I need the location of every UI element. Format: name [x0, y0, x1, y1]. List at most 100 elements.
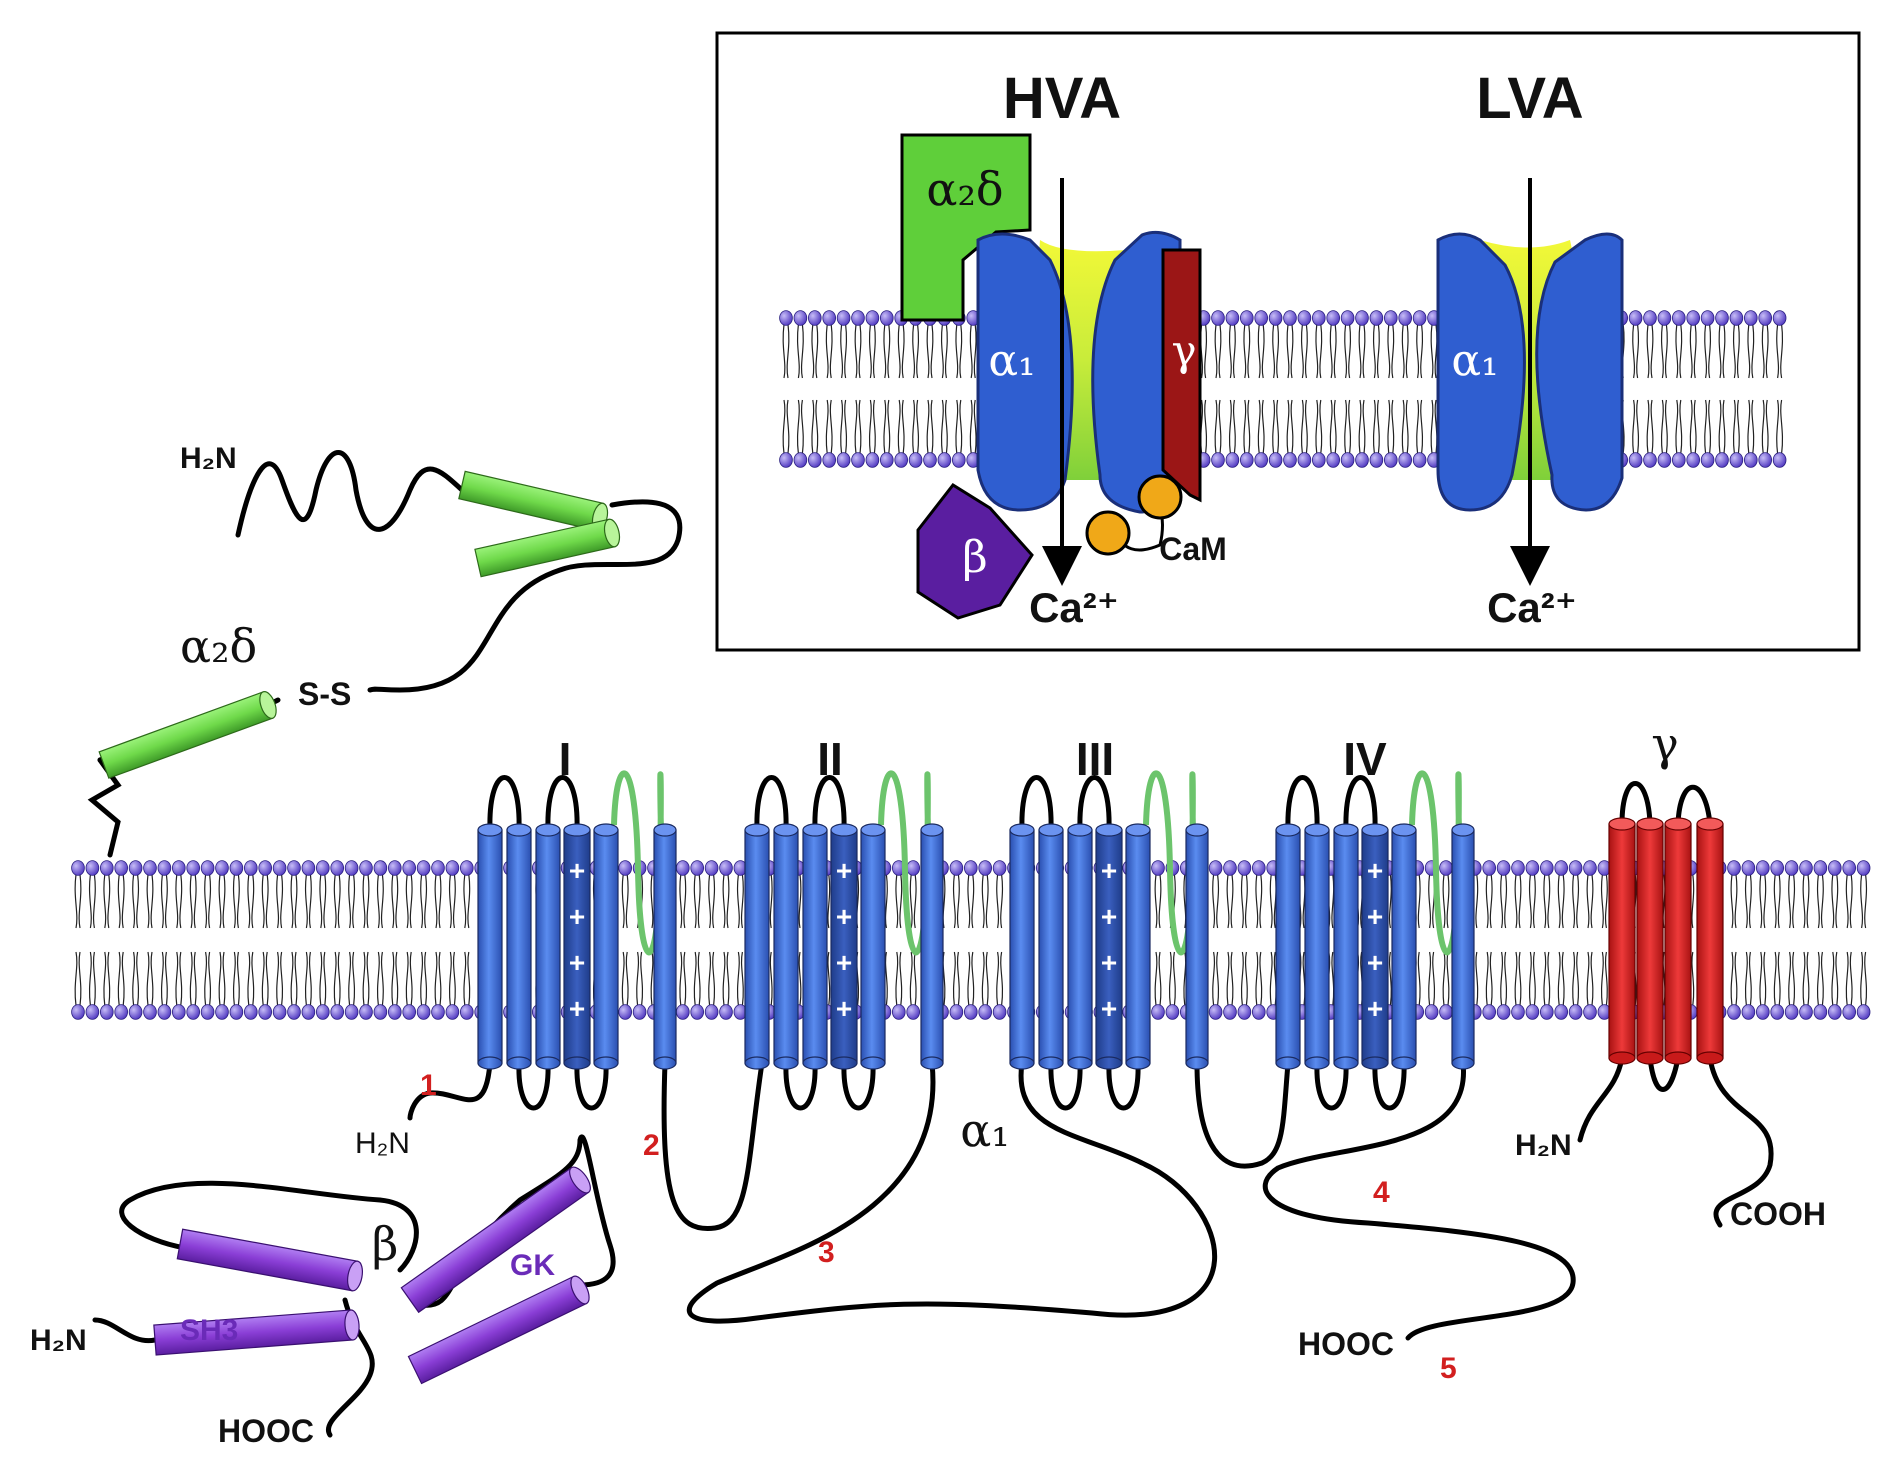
domain-3-s3-helix-end: [1067, 1056, 1093, 1070]
cam-lobe-2: [1137, 474, 1183, 520]
alpha1-loop: [1106, 1060, 1141, 1111]
lipid-tail: [736, 951, 740, 1006]
lipid-tail: [1388, 874, 1392, 929]
beta-helix-sh3-a: [176, 1228, 363, 1292]
lipid-head: [963, 860, 978, 876]
lipid-tail: [362, 951, 366, 1006]
gamma-topology: γ H₂N COOH: [1515, 717, 1826, 1232]
lipid-head: [891, 1004, 906, 1020]
lipid-head: [1540, 860, 1554, 876]
lipid-head: [244, 1004, 258, 1020]
lipid-tail: [913, 951, 917, 1006]
lipid-tail: [1718, 399, 1722, 454]
lipid-tail: [967, 951, 971, 1006]
lipid-head: [1254, 452, 1268, 468]
lipid-head: [675, 860, 690, 876]
alpha1-loop: [1194, 1060, 1291, 1169]
lipid-tail: [782, 324, 786, 379]
lipid-tail: [92, 951, 96, 1006]
lipid-tail: [899, 874, 903, 929]
lipid-tail: [1442, 874, 1446, 929]
lipid-tail: [1475, 951, 1479, 1006]
domain-1-s5-helix-body: [593, 829, 619, 1064]
lipid-tail: [251, 951, 255, 1006]
lipid-tail: [1485, 874, 1489, 929]
domain-1-s5-helix-cap: [593, 823, 619, 837]
lipid-tail: [304, 951, 308, 1006]
lipid-tail: [1276, 324, 1280, 379]
domain-4-s6-helix-body: [1451, 829, 1475, 1064]
lipid-tail: [103, 951, 107, 1006]
lipid-head: [1799, 1004, 1813, 1020]
lipid-tail: [1691, 951, 1695, 1006]
lipid-tail: [996, 874, 1000, 929]
domain-2-s4-helix-end: [830, 1056, 858, 1070]
lipid-tail: [844, 399, 848, 454]
lipid-head: [992, 1004, 1007, 1020]
domain-2-s3-helix-body: [802, 829, 828, 1064]
lipid-tail: [222, 874, 226, 929]
lipid-tail: [1845, 874, 1849, 929]
lipid-tail: [189, 874, 193, 929]
charge-plus: +: [1367, 855, 1383, 886]
domain-4-s3-helix: [1333, 823, 1359, 1070]
lipid-tail: [636, 951, 640, 1006]
lipid-tail: [1240, 951, 1244, 1006]
lipid-head: [1237, 1004, 1252, 1020]
lipid-tail: [1528, 951, 1532, 1006]
lipid-tail: [467, 951, 471, 1006]
loop-4-label: 4: [1373, 1176, 1390, 1209]
lipid-tail: [420, 874, 424, 929]
lipid-tail: [1000, 874, 1004, 929]
inset-beta-shape: [916, 483, 1034, 620]
lipid-tail: [160, 874, 164, 929]
lipid-tail: [1154, 951, 1158, 1006]
lipid-tail: [160, 951, 164, 1006]
lipid-tail: [146, 874, 150, 929]
lipid-tail: [1286, 324, 1290, 379]
p-loop-3: [1143, 770, 1196, 956]
lipid-head: [1813, 860, 1828, 876]
lipid-tail: [858, 324, 862, 379]
lipid-tail: [1747, 399, 1751, 454]
lipid-head: [1369, 452, 1384, 468]
lipid-tail: [1261, 324, 1265, 379]
lipid-tail: [899, 951, 903, 1006]
lipid-tail: [1802, 951, 1806, 1006]
lipid-tail: [1168, 951, 1172, 1006]
domain-3-s4-helix-end: [1095, 1056, 1123, 1070]
lipid-tail: [1387, 324, 1391, 379]
domain-4-s4-helix-body: [1361, 829, 1389, 1064]
lipid-tail: [405, 874, 409, 929]
lipid-head: [1165, 1004, 1180, 1020]
lipid-tail: [1158, 951, 1162, 1006]
lipid-head: [807, 310, 822, 326]
lipid-tail: [901, 399, 905, 454]
lipid-head: [359, 860, 373, 876]
lipid-tail: [290, 874, 294, 929]
lipid-head: [1240, 452, 1254, 468]
lipid-head: [1715, 310, 1729, 326]
lipid-tail: [844, 324, 848, 379]
lipid-tail: [236, 951, 240, 1006]
lipid-tail: [895, 951, 899, 1006]
lipid-tail: [1504, 951, 1508, 1006]
lipid-tail: [1230, 874, 1234, 929]
lipid-head: [1672, 310, 1686, 326]
lipid-tail: [868, 399, 872, 454]
lipid-tail: [1561, 874, 1565, 929]
lipid-head: [1672, 452, 1686, 468]
lipid-tail: [786, 324, 790, 379]
lipid-tail: [1835, 951, 1839, 1006]
lipid-head: [1568, 860, 1583, 876]
charge-plus: +: [1367, 901, 1383, 932]
lipid-tail: [405, 951, 409, 1006]
lipid-tail: [323, 874, 327, 929]
lipid-tail: [1232, 324, 1236, 379]
domain-2-s2-helix-cap: [773, 823, 799, 837]
lipid-tail: [884, 951, 888, 1006]
lipid-tail: [1430, 399, 1434, 454]
lipid-tail: [1632, 324, 1636, 379]
lipid-tail: [323, 951, 327, 1006]
charge-plus: +: [836, 855, 852, 886]
